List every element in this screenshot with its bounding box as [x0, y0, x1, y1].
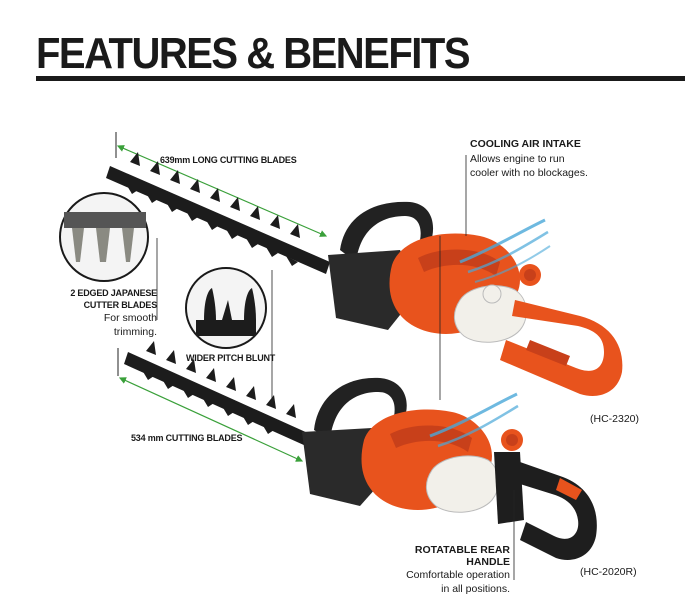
rear-handle-title: ROTATABLE REAR HANDLE	[414, 544, 510, 568]
wider-pitch-label: WIDER PITCH BLUNT	[186, 353, 276, 363]
cooling-desc-1: Allows engine to run	[470, 153, 565, 165]
rear-handle-desc-2: in all positions.	[441, 583, 510, 595]
rear-handle-desc-1: Comfortable operation	[406, 569, 510, 581]
japanese-blades-desc-2: trimming.	[113, 326, 157, 338]
model-label-top: (HC-2320)	[590, 413, 640, 425]
japanese-blades-title-2: CUTTER BLADES	[83, 300, 158, 310]
cooling-desc-2: cooler with no blockages.	[470, 167, 588, 179]
cooling-title: COOLING AIR INTAKE	[470, 138, 581, 150]
page-title: FEATURES & BENEFITS	[36, 30, 471, 78]
cooling-callout: COOLING AIR INTAKE Allows engine to run …	[470, 138, 640, 180]
japanese-blades-title-1: 2 EDGED JAPANESE	[70, 288, 157, 298]
short-blade-dimension	[117, 348, 304, 462]
rear-handle-callout: ROTATABLE REAR HANDLE Comfortable operat…	[370, 544, 510, 596]
trimmer-hc-2020r	[124, 341, 597, 560]
short-blades-label: 534 mm CUTTING BLADES	[131, 433, 243, 443]
wider-pitch-inset	[185, 267, 267, 349]
japanese-blades-inset	[59, 192, 149, 282]
long-blade-dimension	[115, 132, 328, 237]
trimmer-hc-2320	[106, 152, 623, 396]
long-blades-label: 639mm LONG CUTTING BLADES	[160, 155, 297, 165]
japanese-blades-desc-1: For smooth	[103, 312, 157, 324]
model-label-bottom: (HC-2020R)	[580, 566, 637, 578]
title-rule	[36, 76, 685, 81]
japanese-blades-callout: 2 EDGED JAPANESE CUTTER BLADES For smoot…	[42, 287, 157, 339]
